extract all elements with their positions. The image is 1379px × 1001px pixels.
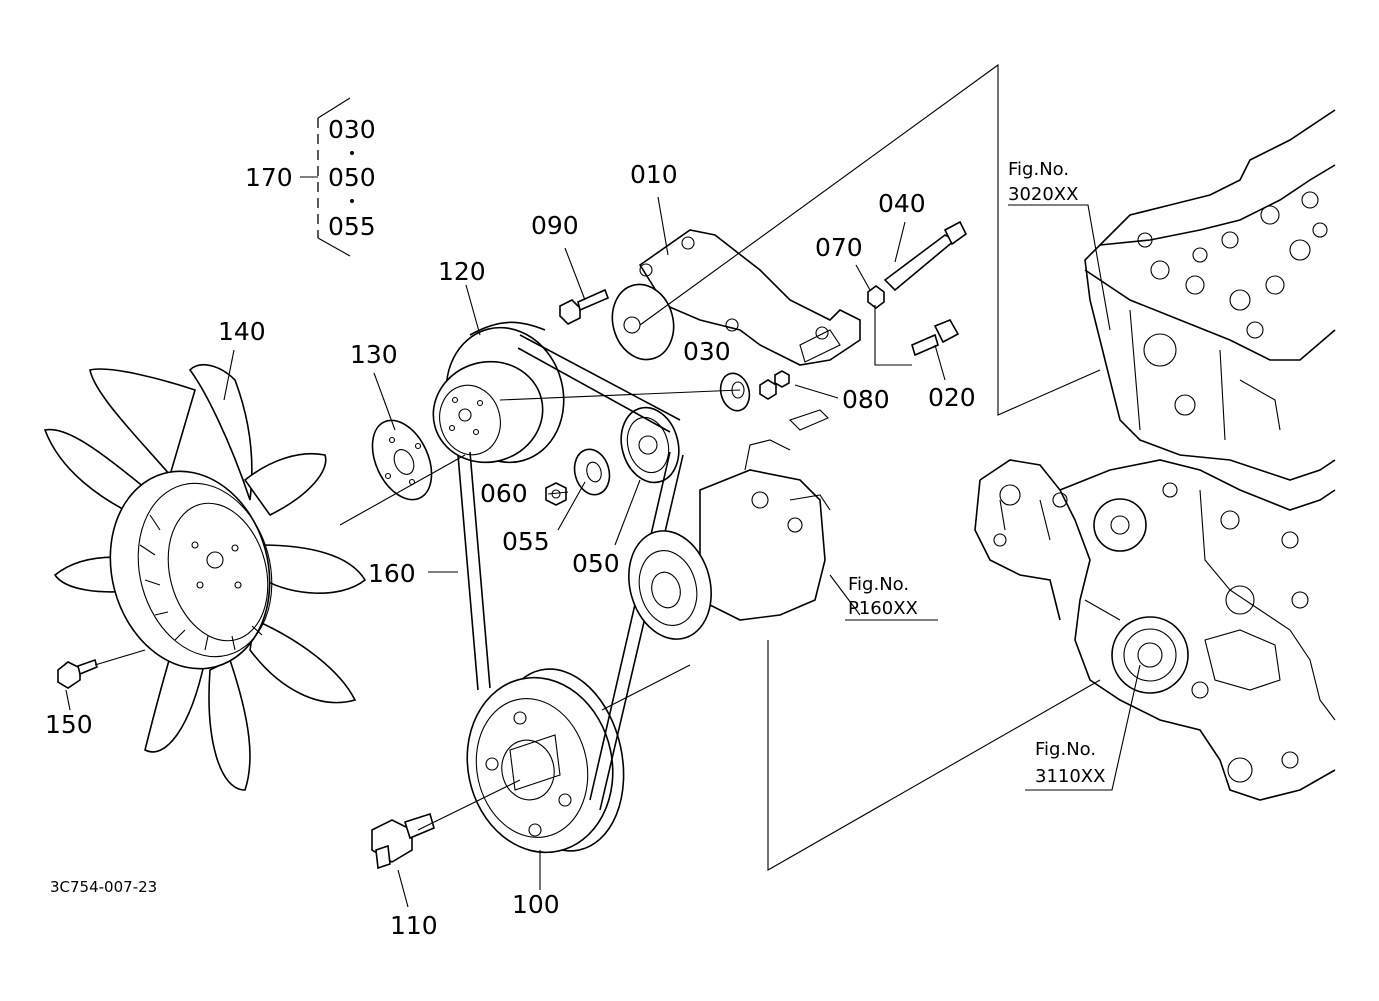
fig-ref-p160-title: Fig.No. (848, 574, 909, 595)
washer (573, 448, 611, 496)
kit-item-3: 055 (328, 212, 376, 241)
label-140: 140 (218, 317, 266, 346)
engine-block (974, 109, 1336, 801)
label-060: 060 (480, 479, 528, 508)
bolt-110 (371, 812, 435, 870)
fig-ref-3110-code: 3110XX (1035, 766, 1105, 787)
label-055: 055 (502, 527, 550, 556)
label-130: 130 (350, 340, 398, 369)
leader-lines (65, 63, 1141, 908)
label-050: 050 (572, 549, 620, 578)
label-040: 040 (878, 189, 926, 218)
nut-080 (759, 370, 790, 400)
label-010: 010 (630, 160, 678, 189)
v-belt (457, 321, 684, 811)
label-020: 020 (928, 383, 976, 412)
label-170: 170 (245, 163, 293, 192)
crank-pulley (466, 668, 625, 854)
drawing-number: 3C754-007-23 (50, 878, 157, 896)
nut (545, 482, 567, 506)
fig-ref-3110-title: Fig.No. (1035, 739, 1096, 760)
bolt-150 (57, 658, 98, 689)
bolt-090 (559, 288, 610, 325)
label-160: 160 (368, 559, 416, 588)
label-090: 090 (531, 211, 579, 240)
label-100: 100 (512, 890, 560, 919)
fan-spacer (371, 419, 433, 501)
label-120: 120 (438, 257, 486, 286)
label-030: 030 (683, 337, 731, 366)
fan-pulley (432, 326, 565, 464)
bolt-020 (911, 318, 960, 357)
idler-pulley (620, 406, 680, 484)
kit-item-1: 030 (328, 115, 376, 144)
label-070: 070 (815, 233, 863, 262)
ac-compressor (628, 409, 831, 640)
tension-bracket (611, 229, 861, 366)
fig-ref-3020-title: Fig.No. (1008, 159, 1069, 180)
kit-item-2: 050 (328, 163, 376, 192)
collar-030 (719, 372, 751, 412)
label-110: 110 (390, 911, 438, 940)
callout-labels: 010 090 120 140 130 040 070 030 080 020 … (45, 115, 976, 940)
bolt-040 (867, 220, 968, 309)
label-150: 150 (45, 710, 93, 739)
cooling-fan (43, 364, 367, 791)
label-080: 080 (842, 385, 890, 414)
fig-ref-p160-code: P160XX (848, 598, 918, 619)
fig-ref-3020-code: 3020XX (1008, 184, 1078, 205)
figure-references: Fig.No. 3020XX Fig.No. P160XX Fig.No. 31… (848, 159, 1105, 787)
